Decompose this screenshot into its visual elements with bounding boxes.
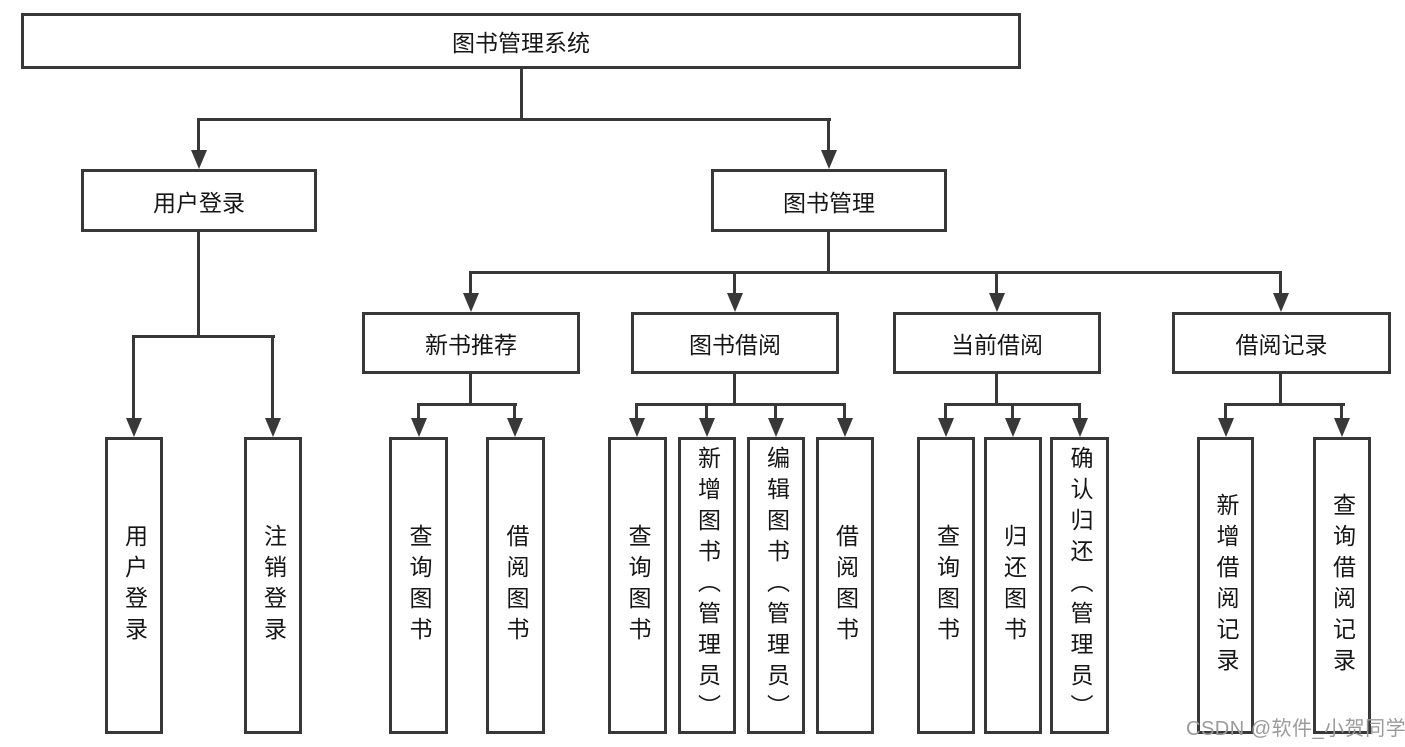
node-current-borrowing: 当前借阅 [893,312,1101,374]
node-book-borrowing: 图书借阅 [631,312,839,374]
connector-book-management-bar [469,271,1282,274]
leaf-user-login-label: 用户登录 [121,523,148,648]
connector-drop-leaf [513,403,516,421]
connector-current-stem [995,374,998,406]
leaf-query-borrow-record-label: 查询借阅记录 [1329,492,1356,679]
arrow-down-icon [989,293,1005,312]
leaf-return-book: 归还图书 [984,437,1042,734]
node-library-system: 图书管理系统 [21,13,1021,69]
leaf-add-book-admin: 新增图书（管理员） [678,437,736,734]
connector-user-login-stem [197,232,200,337]
connector-drop-leaf [132,335,135,421]
csdn-watermark: CSDN @软件_小贺同学 [1186,718,1405,740]
leaf-logout-login: 注销登录 [244,437,302,734]
connector-root-bar [198,118,831,121]
leaf-return-book-label: 归还图书 [1000,523,1027,648]
arrow-down-icon [938,418,954,437]
arrow-down-icon [265,418,281,437]
connector-drop-leaf [1078,403,1081,421]
node-library-system-label: 图书管理系统 [452,30,590,56]
leaf-query-book-recommend-label: 查询图书 [406,523,432,648]
connector-records-bar [1224,403,1345,406]
node-new-book-recommend: 新书推荐 [362,312,580,374]
arrow-down-icon [768,418,784,437]
node-current-borrowing-label: 当前借阅 [951,332,1043,358]
leaf-query-book-current-label: 查询图书 [933,523,960,648]
node-book-management-label: 图书管理 [783,189,875,216]
connector-drop-leaf [944,403,947,421]
leaf-confirm-return-admin-label: 确认归还（管理员） [1067,446,1093,725]
leaf-add-borrow-record-label: 新增借阅记录 [1213,492,1239,679]
connector-drop-leaf [705,403,708,421]
connector-drop-leaf [843,403,846,421]
leaf-user-login: 用户登录 [105,437,163,734]
leaf-borrow-book-borrow-label: 借阅图书 [832,523,859,648]
connector-drop-current [995,271,998,297]
arrow-down-icon [821,150,837,169]
leaf-borrow-book-recommend-label: 借阅图书 [503,523,529,648]
arrow-down-icon [463,293,479,312]
arrow-down-icon [191,150,207,169]
leaf-edit-book-admin: 编辑图书（管理员） [747,437,805,734]
arrow-down-icon [126,418,142,437]
connector-borrowing-stem [733,374,736,406]
arrow-down-icon [837,418,853,437]
node-user-login-label: 用户登录 [153,189,245,216]
arrow-down-icon [507,418,523,437]
connector-drop-leaf [271,335,274,421]
leaf-query-book-borrow: 查询图书 [608,437,667,734]
leaf-query-book-borrow-label: 查询图书 [625,523,651,648]
connector-records-stem [1279,374,1282,406]
leaf-confirm-return-admin: 确认归还（管理员） [1050,437,1109,734]
connector-drop-leaf [1340,403,1343,421]
connector-drop-leaf [1224,403,1227,421]
connector-drop-records [1279,271,1282,297]
node-borrow-records: 借阅记录 [1172,312,1391,374]
connector-drop-user-login [197,118,200,154]
arrow-down-icon [411,418,427,437]
leaf-query-book-current: 查询图书 [917,437,975,734]
connector-drop-leaf [1011,403,1014,421]
connector-drop-leaf [635,403,638,421]
node-new-book-recommend-label: 新书推荐 [425,332,517,358]
connector-drop-leaf [417,403,420,421]
arrow-down-icon [1005,418,1021,437]
connector-drop-recommend [469,271,472,297]
leaf-edit-book-admin-label: 编辑图书（管理员） [763,446,790,725]
leaf-logout-login-label: 注销登录 [260,523,287,648]
node-book-management: 图书管理 [711,169,947,232]
connector-drop-book-management [827,118,830,154]
leaf-query-borrow-record: 查询借阅记录 [1313,437,1371,734]
leaf-add-borrow-record: 新增借阅记录 [1197,437,1254,734]
connector-recommend-stem [469,374,472,406]
connector-drop-leaf [774,403,777,421]
node-borrow-records-label: 借阅记录 [1235,332,1328,358]
connector-root-stem [520,69,523,120]
leaf-query-book-recommend: 查询图书 [389,437,448,734]
leaf-add-book-admin-label: 新增图书（管理员） [694,446,721,725]
arrow-down-icon [629,418,645,437]
arrow-down-icon [1273,293,1289,312]
connector-user-login-bar [132,335,275,338]
arrow-down-icon [699,418,715,437]
connector-borrowing-bar [635,403,846,406]
arrow-down-icon [1072,418,1088,437]
arrow-down-icon [1218,418,1234,437]
arrow-down-icon [1334,418,1350,437]
connector-recommend-bar [417,403,517,406]
node-user-login: 用户登录 [81,169,317,232]
leaf-borrow-book-recommend: 借阅图书 [486,437,545,734]
node-book-borrowing-label: 图书借阅 [689,332,781,358]
connector-drop-borrowing [733,271,736,297]
leaf-borrow-book-borrow: 借阅图书 [816,437,874,734]
connector-book-management-stem [827,232,830,274]
arrow-down-icon [727,293,743,312]
